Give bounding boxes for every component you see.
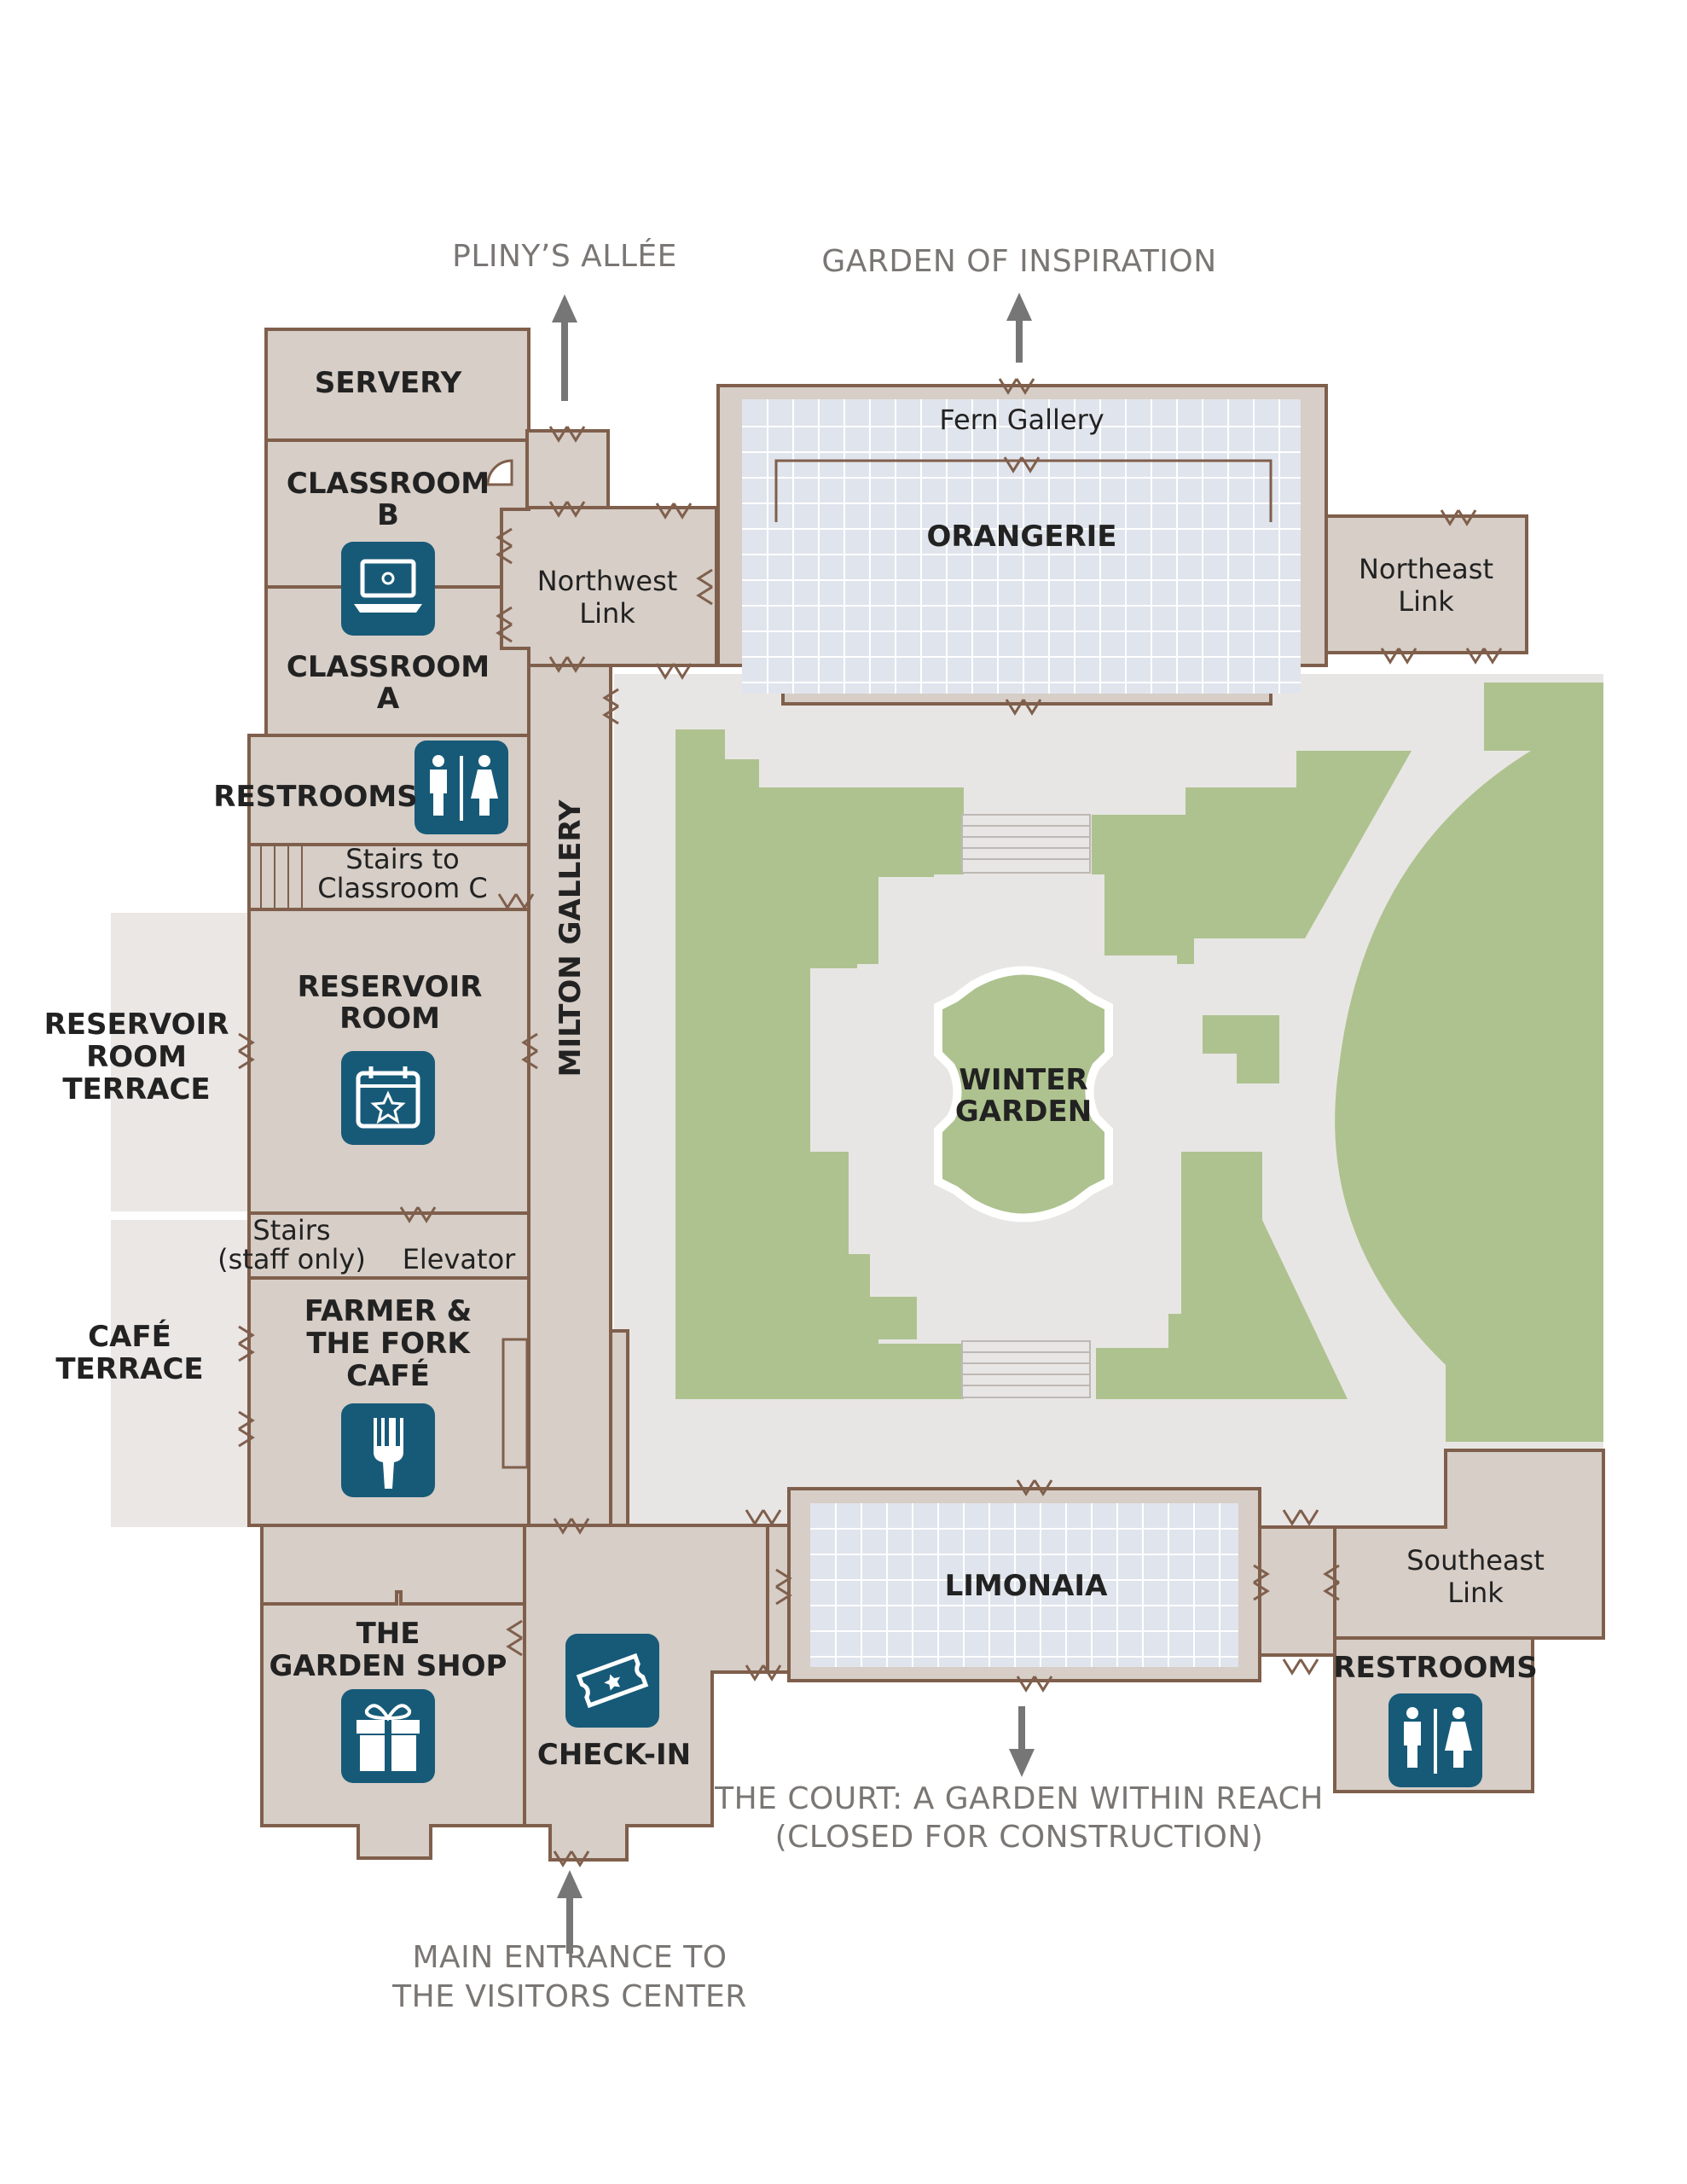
- elevator-label: Elevator: [403, 1243, 516, 1275]
- check-in-label[interactable]: CHECK-IN: [537, 1738, 691, 1772]
- orangerie-glass-grid: [742, 399, 1301, 694]
- reservoir-room-terrace: [111, 913, 247, 1211]
- garden-of-inspiration-label[interactable]: GARDEN OF INSPIRATION: [821, 244, 1216, 279]
- ticket-icon: [565, 1634, 659, 1728]
- restrooms-east-label[interactable]: RESTROOMS: [1333, 1651, 1537, 1685]
- building-north: [500, 384, 1528, 706]
- courtyard: [614, 674, 1603, 1536]
- destination-labels: PLINY’S ALLÉE GARDEN OF INSPIRATION THE …: [391, 238, 1324, 2014]
- northeast-link: [1325, 514, 1528, 654]
- east-corridor: [1258, 1525, 1336, 1657]
- stairs-staff-label-2: (staff only): [217, 1243, 366, 1275]
- winter-garden: [934, 966, 1113, 1223]
- garden-shop-label[interactable]: THE: [357, 1617, 420, 1651]
- room-labels: SERVERY CLASSROOM B CLASSROOM A RESTROOM…: [44, 366, 1545, 1772]
- reservoir-terrace-label-2: ROOM: [86, 1040, 187, 1074]
- stairs-elevator: [247, 1211, 530, 1280]
- cafe-label-3: CAFÉ: [346, 1358, 430, 1393]
- main-entrance-label[interactable]: MAIN ENTRANCE TO: [412, 1940, 727, 1975]
- main-entrance-label-2: THE VISITORS CENTER: [391, 1979, 747, 2014]
- classroom-a-label[interactable]: CLASSROOM: [287, 650, 490, 684]
- winter-garden-label[interactable]: WINTER: [959, 1063, 1087, 1097]
- limonaia-label[interactable]: LIMONAIA: [945, 1569, 1108, 1603]
- cafe-terrace-label-2: TERRACE: [55, 1352, 203, 1386]
- southeast-link-label-2: Link: [1447, 1577, 1504, 1609]
- milton-gallery-label[interactable]: MILTON GALLERY: [554, 799, 588, 1077]
- dining-fork-icon: [341, 1403, 435, 1497]
- pliny-allee-label[interactable]: PLINY’S ALLÉE: [452, 238, 677, 274]
- servery-label[interactable]: SERVERY: [315, 366, 462, 400]
- stairs-to-classroom-c: [247, 843, 530, 911]
- servery: [264, 328, 530, 442]
- arrow-down-court-icon: [1009, 1706, 1035, 1777]
- arrow-up-entrance-icon: [557, 1870, 583, 1954]
- doors: [238, 378, 1503, 1867]
- limonaia-glass-grid: [810, 1503, 1238, 1667]
- computer-icon: [341, 542, 435, 636]
- direction-arrows: [552, 293, 1035, 1954]
- cafe-terrace-label[interactable]: CAFÉ: [88, 1319, 171, 1354]
- reservoir-terrace-label[interactable]: RESERVOIR: [44, 1008, 229, 1042]
- gift-icon: [341, 1689, 435, 1783]
- fern-gallery-label[interactable]: Fern Gallery: [939, 404, 1104, 436]
- calendar-event-icon: [341, 1051, 435, 1145]
- the-court-status: (CLOSED FOR CONSTRUCTION): [775, 1820, 1264, 1855]
- arrow-up-pliny-icon: [552, 294, 577, 401]
- winter-garden-label-2: GARDEN: [955, 1095, 1092, 1129]
- northwest-link-label[interactable]: Northwest: [537, 565, 678, 597]
- classroom-b-letter: B: [377, 498, 399, 532]
- corridor-south: [260, 1524, 526, 1606]
- milton-gallery: [527, 664, 612, 1527]
- cafe-terrace: [111, 1220, 247, 1527]
- garden-shop-label-2: GARDEN SHOP: [270, 1649, 507, 1683]
- reservoir-terrace-label-3: TERRACE: [62, 1072, 210, 1107]
- classroom-b-label[interactable]: CLASSROOM: [287, 467, 490, 501]
- reservoir-room-label[interactable]: RESERVOIR: [298, 970, 483, 1004]
- restroom-icon: [1388, 1693, 1482, 1787]
- orangerie-label[interactable]: ORANGERIE: [926, 520, 1116, 554]
- northwest-link-label-2: Link: [579, 597, 635, 630]
- stairs-classroom-c-label: Stairs to: [345, 843, 459, 875]
- reservoir-room-label-2: ROOM: [339, 1002, 440, 1036]
- cafe-label[interactable]: FARMER &: [304, 1294, 472, 1328]
- northeast-link-label-2: Link: [1398, 585, 1454, 618]
- restrooms-west-label[interactable]: RESTROOMS: [213, 780, 417, 814]
- cafe-label-2: THE FORK: [306, 1327, 471, 1361]
- building-south: [766, 1449, 1605, 1793]
- the-court-label[interactable]: THE COURT: A GARDEN WITHIN REACH: [714, 1781, 1324, 1816]
- southeast-link-label[interactable]: Southeast: [1406, 1544, 1545, 1577]
- northeast-link-label[interactable]: Northeast: [1359, 553, 1493, 585]
- stairs-staff-label: Stairs: [252, 1214, 330, 1246]
- arrow-up-garden-icon: [1006, 293, 1032, 363]
- stairs-classroom-c-label-2: Classroom C: [317, 872, 487, 904]
- restroom-icon: [415, 741, 508, 834]
- classroom-a-letter: A: [377, 682, 400, 716]
